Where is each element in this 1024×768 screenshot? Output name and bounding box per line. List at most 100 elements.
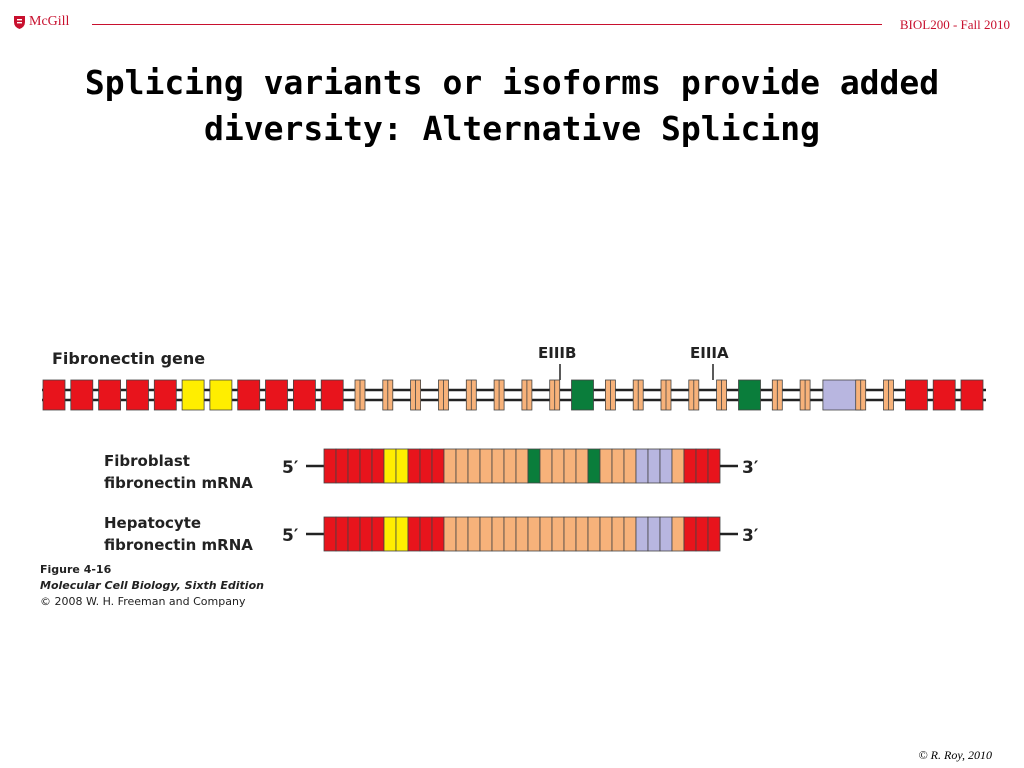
fibroblast-three-prime: 3′	[742, 458, 759, 478]
hepatocyte-exon-orange	[443, 516, 457, 552]
fibroblast-exon-orange	[539, 448, 553, 484]
hepatocyte-exon-orange	[491, 516, 505, 552]
hepatocyte-exon-orange	[551, 516, 565, 552]
gene-exon-green	[738, 379, 761, 411]
fibroblast-exon-orange	[551, 448, 565, 484]
hepatocyte-exon-orange	[563, 516, 577, 552]
fibroblast-exon-orange	[503, 448, 517, 484]
gene-exon-red	[42, 379, 66, 411]
fibroblast-exon-lavender	[647, 448, 661, 484]
caption-publisher: © 2008 W. H. Freeman and Company	[40, 595, 246, 608]
fibroblast-exon-orange	[455, 448, 469, 484]
gene-exon-red	[292, 379, 316, 411]
hepatocyte-mrna-row	[323, 516, 721, 552]
hepatocyte-exon-red	[683, 516, 697, 552]
hepatocyte-label-line-2: fibronectin mRNA	[104, 536, 253, 554]
hepatocyte-exon-orange	[671, 516, 685, 552]
gene-exon-red	[905, 379, 928, 411]
fibroblast-exon-orange	[443, 448, 457, 484]
hepatocyte-exon-red	[707, 516, 721, 552]
shield-icon	[14, 15, 25, 29]
slide-title: Splicing variants or isoforms provide ad…	[50, 60, 974, 152]
hepatocyte-exon-lavender	[647, 516, 661, 552]
hepatocyte-exon-orange	[599, 516, 613, 552]
gene-exon-red	[70, 379, 94, 411]
exon-label-eiiib: EIIIB	[538, 344, 576, 362]
figure-caption: Figure 4-16 Molecular Cell Biology, Sixt…	[40, 562, 264, 610]
fibroblast-exon-lavender	[659, 448, 673, 484]
hepatocyte-five-prime: 5′	[282, 526, 299, 546]
title-line-1: Splicing variants or isoforms provide ad…	[84, 63, 940, 102]
fibroblast-mrna-row	[323, 448, 721, 484]
fibroblast-exon-red	[695, 448, 709, 484]
hepatocyte-exon-orange	[539, 516, 553, 552]
mcgill-logo: McGill	[14, 14, 69, 30]
title-line-2: diversity: Alternative Splicing	[204, 109, 820, 148]
hepatocyte-exon-orange	[515, 516, 529, 552]
hepatocyte-exon-red	[323, 516, 337, 552]
hepatocyte-exon-orange	[467, 516, 481, 552]
fibroblast-exon-orange	[515, 448, 529, 484]
fibroblast-exon-orange	[563, 448, 577, 484]
hepatocyte-exon-yellow	[395, 516, 409, 552]
fibroblast-five-prime: 5′	[282, 458, 299, 478]
hepatocyte-exon-orange	[455, 516, 469, 552]
fibroblast-exon-red	[419, 448, 433, 484]
gene-exon-red	[153, 379, 177, 411]
course-label: BIOL200 - Fall 2010	[899, 17, 1010, 32]
gene-exon-red	[932, 379, 956, 411]
hepatocyte-exon-orange	[587, 516, 601, 552]
slide-copyright: © R. Roy, 2010	[918, 748, 992, 762]
hepatocyte-exon-orange	[575, 516, 589, 552]
gene-exon-red	[237, 379, 261, 411]
hepatocyte-exon-orange	[611, 516, 625, 552]
gene-exon-red	[265, 379, 288, 411]
caption-book-title: Molecular Cell Biology, Sixth Edition	[40, 579, 264, 592]
fibroblast-exon-red	[683, 448, 697, 484]
fibroblast-exon-red	[707, 448, 721, 484]
fibroblast-label-line-2: fibronectin mRNA	[104, 474, 253, 492]
gene-exon-red	[320, 379, 344, 411]
hepatocyte-exon-red	[407, 516, 421, 552]
fibroblast-exon-red	[371, 448, 385, 484]
fibroblast-exon-orange	[611, 448, 625, 484]
fibroblast-exon-orange	[467, 448, 481, 484]
exon-label-eiiia: EIIIA	[690, 344, 729, 362]
fibroblast-exon-yellow	[383, 448, 397, 484]
fibroblast-exon-red	[431, 448, 445, 484]
hepatocyte-three-prime: 3′	[742, 526, 759, 546]
hepatocyte-exon-orange	[623, 516, 637, 552]
hepatocyte-exon-red	[431, 516, 445, 552]
hepatocyte-exon-red	[419, 516, 433, 552]
hepatocyte-exon-red	[347, 516, 361, 552]
hepatocyte-exon-lavender	[659, 516, 673, 552]
hepatocyte-exon-orange	[527, 516, 541, 552]
gene-exon-red	[126, 379, 149, 411]
fibroblast-exon-red	[323, 448, 337, 484]
fibroblast-exon-orange	[491, 448, 505, 484]
hepatocyte-exon-orange	[479, 516, 493, 552]
fibroblast-exon-green	[527, 448, 541, 484]
fibroblast-exon-orange	[479, 448, 493, 484]
hepatocyte-exon-lavender	[635, 516, 649, 552]
header-rule	[92, 24, 882, 25]
fibroblast-exon-orange	[623, 448, 637, 484]
hepatocyte-exon-red	[695, 516, 709, 552]
fibroblast-exon-green	[587, 448, 601, 484]
fibroblast-label-line-1: Fibroblast	[104, 452, 190, 470]
caption-figure-number: Figure 4-16	[40, 563, 112, 576]
gene-exon-red	[960, 379, 984, 411]
gene-exon-red	[98, 379, 121, 411]
hepatocyte-exon-red	[335, 516, 349, 552]
fibroblast-exon-red	[359, 448, 373, 484]
gene-exon-yellow	[209, 379, 233, 411]
brand-name: McGill	[29, 14, 70, 29]
hepatocyte-exon-red	[359, 516, 373, 552]
fibroblast-exon-red	[335, 448, 349, 484]
alternative-splicing-diagram: Fibronectin gene EIIIB EIIIA Fibroblast …	[42, 344, 986, 554]
hepatocyte-exon-yellow	[383, 516, 397, 552]
hepatocyte-exon-red	[371, 516, 385, 552]
fibronectin-gene-row	[42, 379, 986, 411]
fibroblast-exon-red	[407, 448, 421, 484]
fibroblast-exon-red	[347, 448, 361, 484]
